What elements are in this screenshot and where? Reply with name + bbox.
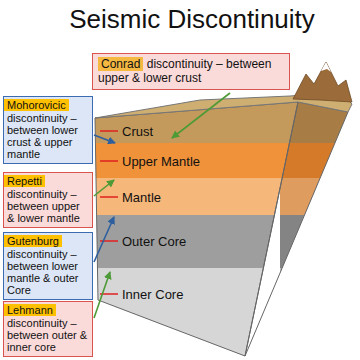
- callout-box: Mohorovicicdiscontinuity – between lower…: [3, 96, 93, 164]
- discontinuity-name: Gutenburg: [4, 235, 62, 247]
- discontinuity-description: discontinuity – between lower crust & up…: [7, 112, 78, 160]
- discontinuity-description: discontinuity – between lower mantle & o…: [7, 248, 79, 296]
- layer-label: Crust: [122, 124, 153, 139]
- title-text: Seismic Discontinuity: [69, 4, 315, 34]
- layer-label: Upper Mantle: [122, 154, 200, 169]
- cut-face: [80, 90, 360, 360]
- layer-pointers: [100, 131, 118, 294]
- discontinuity-description: discontinuity – between upper & lower ma…: [7, 188, 80, 224]
- mountains: [293, 62, 352, 102]
- callout-box: Lehmanndiscontinuity – between outer & i…: [3, 301, 93, 357]
- discontinuity-name: Conrad: [98, 57, 143, 71]
- layer-label: Mantle: [122, 190, 161, 205]
- callout-box: Repettidiscontinuity – between upper & l…: [3, 172, 93, 228]
- discontinuity-name: Repetti: [4, 175, 45, 187]
- discontinuity-description: discontinuity – between outer & inner co…: [7, 317, 87, 353]
- callout-box: Gutenburgdiscontinuity – between lower m…: [3, 232, 93, 300]
- snow-cap: [321, 62, 331, 72]
- discontinuity-name: Mohorovicic: [4, 99, 69, 111]
- title-box: Seismic Discontinuity: [0, 4, 360, 35]
- discontinuity-arrows: [94, 93, 230, 318]
- layer-label: Outer Core: [122, 234, 186, 249]
- layer-label: Inner Core: [122, 287, 183, 302]
- discontinuity-name: Lehmann: [4, 304, 56, 316]
- callout-box: Conrad discontinuity – between upper & l…: [92, 53, 290, 90]
